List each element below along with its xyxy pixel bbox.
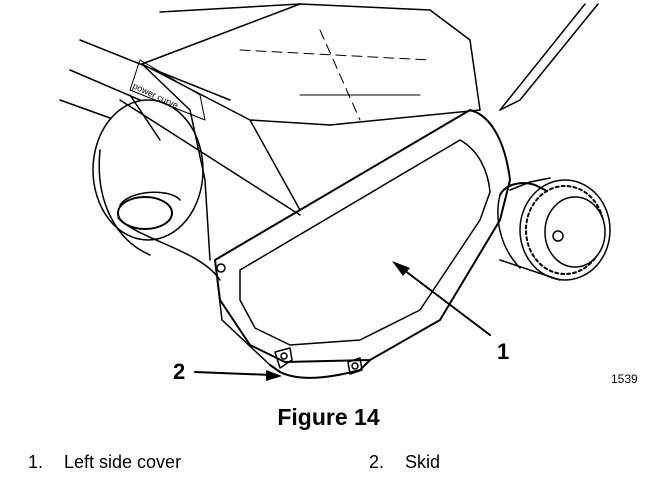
left-drum [92,99,221,281]
legend-item-skid: 2. Skid [369,452,440,473]
callout-number-1: 1 [497,339,510,364]
right-wheel [497,177,611,281]
figure-id-number: 1539 [611,372,638,386]
legend-item-number: 2. [369,452,385,472]
chute-outline [59,3,481,261]
legend-item-label: Skid [405,452,441,472]
legend-item-number: 1. [28,452,44,472]
legend-item-label: Left side cover [64,452,182,472]
skid[interactable] [269,347,371,379]
left-side-cover[interactable] [214,109,511,366]
handle-bar-lines [499,3,599,111]
callout-arrow-2 [194,370,282,381]
snowthrower-illustration: power curve [59,3,611,381]
callout-number-2: 2 [173,359,186,384]
figure-caption: Figure 14 [277,404,380,430]
legend-item-left-side-cover: 1. Left side cover [28,452,181,473]
callout-arrow-1 [392,261,491,336]
brand-text: power curve [131,81,180,111]
